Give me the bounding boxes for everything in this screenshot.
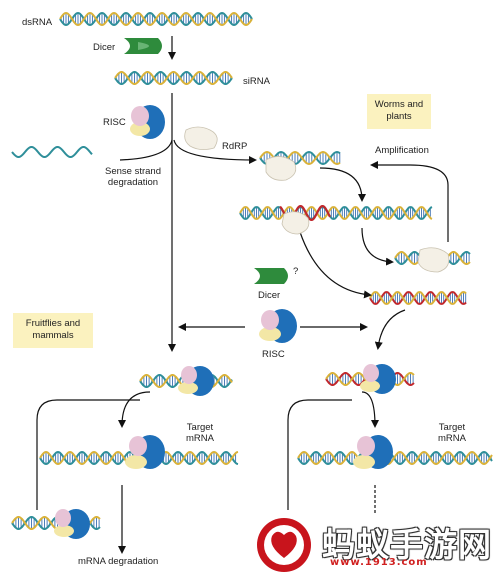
label-sense-strand: Sense strand bbox=[105, 166, 161, 177]
dicer-enzyme-top bbox=[124, 38, 162, 54]
risc-complex-left-2 bbox=[125, 435, 165, 469]
risc-complex-right-1 bbox=[360, 364, 396, 394]
label-target-left-2: mRNA bbox=[186, 433, 214, 444]
label-sirna: siRNA bbox=[243, 76, 270, 87]
arrow-rdrp-to-amp bbox=[319, 167, 366, 202]
helix-strand bbox=[369, 291, 467, 305]
rdrp-enzyme-on-strand bbox=[265, 156, 297, 181]
helix-strand bbox=[114, 71, 233, 85]
arrow-to-secondary-dsrna bbox=[299, 231, 372, 299]
helix-strand bbox=[297, 450, 493, 466]
rdrp-enzyme-amp bbox=[281, 211, 310, 235]
helix-strand bbox=[297, 450, 493, 466]
arrow-amp-to-strand bbox=[361, 227, 394, 266]
box-fruitflies-mammals: Fruitflies and mammals bbox=[13, 313, 93, 348]
box-worms-plants: Worms and plants bbox=[367, 94, 431, 129]
label-target-right-1: Target bbox=[438, 422, 466, 433]
risc-complex-left-3 bbox=[54, 509, 90, 539]
label-target-left-1: Target bbox=[186, 422, 214, 433]
helix-strand bbox=[11, 146, 93, 158]
helix-strand bbox=[239, 206, 433, 220]
box-flies-line2: mammals bbox=[32, 330, 74, 341]
arrow-left-to-target bbox=[118, 391, 151, 428]
risc-complex-right-2 bbox=[353, 435, 393, 469]
right-target-helix bbox=[297, 450, 493, 466]
watermark-logo bbox=[257, 518, 311, 572]
risc-complex-mid bbox=[259, 309, 297, 343]
dicer-enzyme-mid bbox=[254, 268, 288, 284]
label-rdrp: RdRP bbox=[222, 141, 248, 152]
label-risc-top: RISC bbox=[103, 117, 126, 128]
label-dicer-mid: Dicer bbox=[258, 290, 281, 301]
box-worms-line2: plants bbox=[386, 111, 412, 122]
arrows bbox=[36, 36, 449, 554]
branch-sense-degradation bbox=[119, 139, 173, 161]
watermark-text: 蚂蚁手游网 bbox=[322, 525, 492, 564]
label-question-mark: ? bbox=[293, 266, 299, 277]
risc-complex-top bbox=[130, 105, 165, 139]
label-dsrna: dsRNA bbox=[22, 17, 53, 28]
rdrp-enzyme-loop bbox=[417, 247, 450, 273]
box-flies-line1: Fruitflies and bbox=[25, 318, 81, 329]
box-worms-line1: Worms and bbox=[374, 99, 424, 110]
label-sense-degradation: degradation bbox=[107, 177, 159, 188]
sense-strand-fragments bbox=[11, 146, 93, 158]
helix-strand bbox=[239, 206, 433, 220]
label-amplification: Amplification bbox=[375, 145, 429, 156]
arrow-to-right-branch bbox=[374, 309, 406, 350]
sirna-helix bbox=[114, 71, 233, 85]
label-dicer-top: Dicer bbox=[93, 42, 116, 53]
left-recycle-loop bbox=[36, 399, 140, 510]
right-recycle-loop bbox=[287, 399, 352, 510]
dsrna-helix bbox=[59, 11, 253, 27]
branch-to-rdrp bbox=[173, 139, 257, 164]
rdrp-enzyme bbox=[184, 126, 218, 150]
helix-strand bbox=[114, 71, 233, 85]
risc-complex-left-1 bbox=[178, 366, 214, 396]
label-target-right-2: mRNA bbox=[438, 433, 466, 444]
amplification-helix bbox=[239, 205, 433, 221]
helix-strand bbox=[59, 11, 253, 27]
secondary-dsrna-helix bbox=[369, 291, 467, 305]
helix-strand bbox=[369, 291, 467, 305]
amplification-loop bbox=[370, 161, 449, 242]
label-mrna-degradation: mRNA degradation bbox=[78, 556, 159, 567]
arrow-right-to-target bbox=[361, 391, 379, 428]
watermark-url: www.1913.com bbox=[330, 557, 428, 568]
label-risc-mid: RISC bbox=[262, 349, 285, 360]
